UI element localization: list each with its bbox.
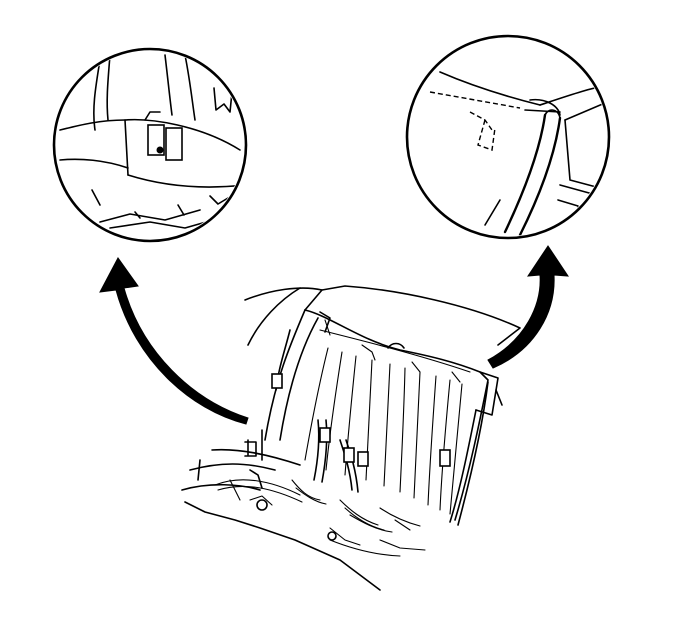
right-curved-arrow <box>487 245 569 369</box>
seat-back-outline <box>304 309 489 521</box>
right-detail-circle <box>405 34 611 240</box>
seat-cushion-floor <box>211 448 301 466</box>
seat-back-hook <box>503 113 547 234</box>
rear-seat-assembly <box>181 285 521 591</box>
seat-belt-buckles <box>313 419 451 493</box>
left-detail-magnifier <box>52 47 248 243</box>
right-detail-magnifier <box>405 34 611 240</box>
wiring-harness <box>214 479 426 557</box>
rear-package-shelf <box>244 285 521 346</box>
left-curved-arrow <box>99 257 249 425</box>
left-detail-content <box>59 54 244 229</box>
